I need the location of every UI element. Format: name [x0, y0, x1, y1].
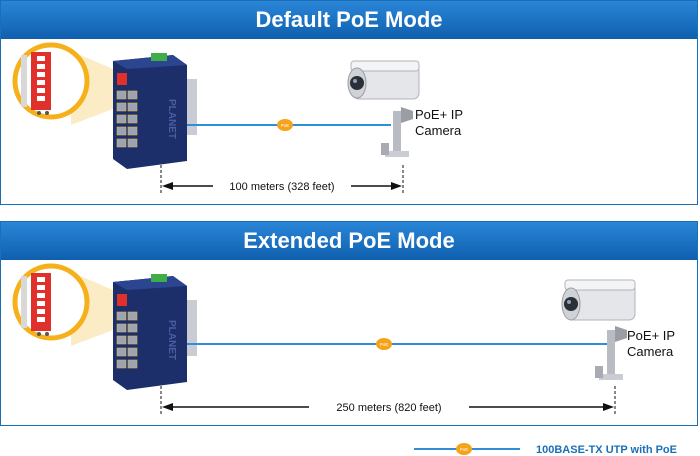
default-mode-scene: PLANET PoE PoE+ IP Camera [12, 42, 463, 195]
poe-switch-device: PLANET [113, 53, 197, 169]
distance-indicator: 250 meters (820 feet) [160, 386, 616, 416]
terminal-block-icon [151, 274, 167, 282]
switch-dip-icon [117, 294, 127, 306]
distance-indicator: 100 meters (328 feet) [160, 165, 404, 195]
brand-logo: PLANET [166, 99, 177, 139]
cable-legend: PoE 100BASE-TX UTP with PoE [414, 443, 677, 456]
ip-camera-icon [561, 279, 636, 380]
distance-label: 250 meters (820 feet) [336, 402, 441, 414]
poe-switch-device: PLANET [113, 274, 197, 390]
camera-label-line2: Camera [415, 123, 462, 138]
dip-switch-zoom-callout [12, 263, 113, 346]
distance-label: 100 meters (328 feet) [229, 181, 334, 193]
panel-title: Default PoE Mode [1, 1, 697, 39]
switch-dip-icon [117, 73, 127, 85]
extended-poe-panel: Extended PoE Mode [0, 221, 698, 426]
camera-label-line2: Camera [627, 344, 674, 359]
svg-text:PoE: PoE [281, 123, 290, 128]
poe-badge: PoE [277, 119, 293, 131]
svg-text:PoE: PoE [380, 342, 389, 347]
extended-mode-scene: PLANET PoE PoE+ IP Camera 250 met [12, 263, 675, 416]
legend-poe-badge: PoE [456, 443, 472, 455]
camera-label-line1: PoE+ IP [627, 328, 675, 343]
default-poe-panel: Default PoE Mode [0, 0, 698, 205]
poe-badge: PoE [376, 338, 392, 350]
terminal-block-icon [151, 53, 167, 61]
legend-label: 100BASE-TX UTP with PoE [536, 444, 677, 456]
svg-text:PoE: PoE [460, 447, 469, 452]
dip-switch-zoom-callout [12, 42, 113, 125]
brand-logo: PLANET [166, 320, 177, 360]
camera-label-line1: PoE+ IP [415, 107, 463, 122]
ip-camera-icon [347, 60, 420, 157]
panel-title: Extended PoE Mode [1, 222, 697, 260]
